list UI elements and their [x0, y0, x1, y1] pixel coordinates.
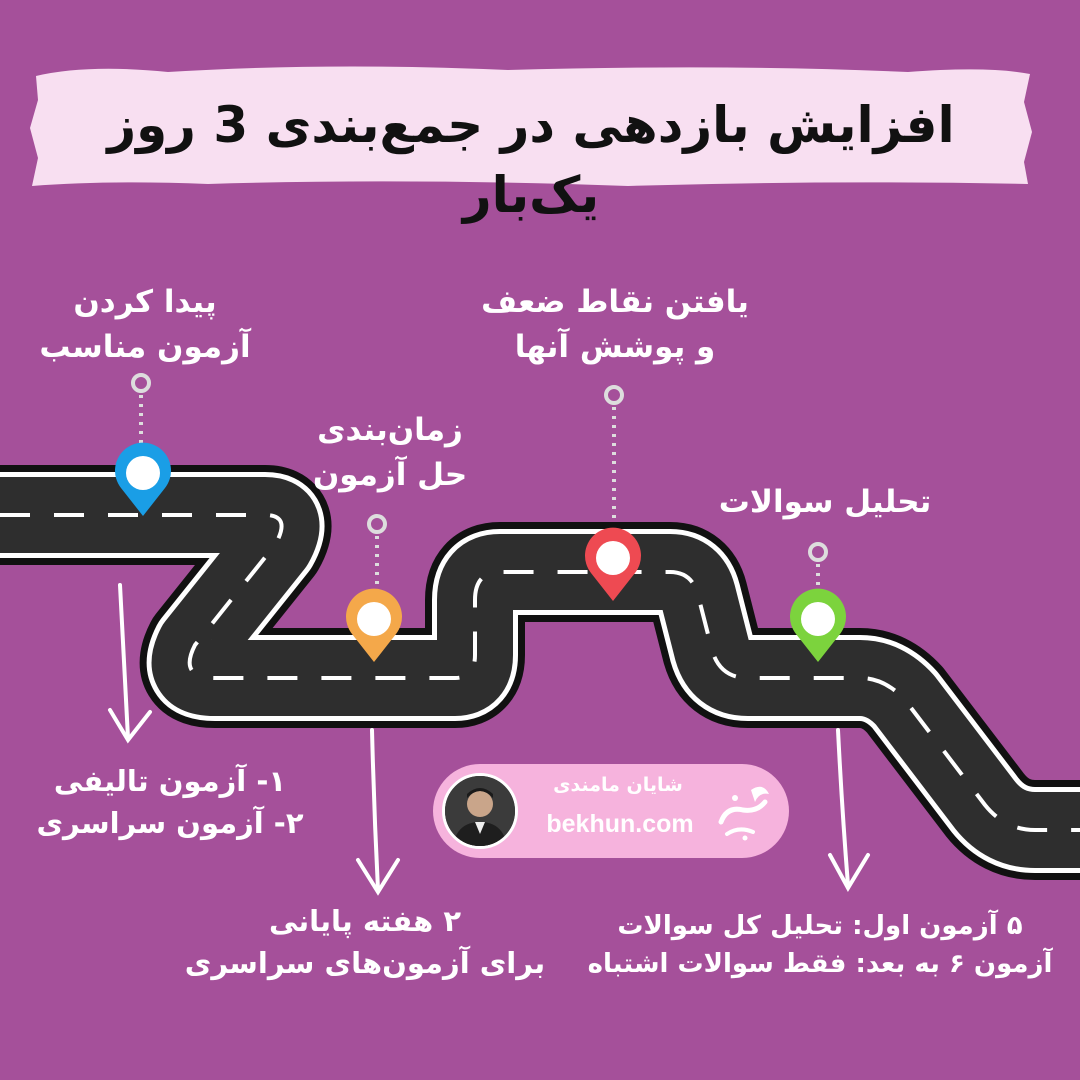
- connector-step-4: [808, 542, 828, 588]
- step-1-label: پیدا کردن آزمون مناسب: [20, 280, 270, 370]
- arrow-down-icon: [828, 728, 870, 893]
- step-2-label-line2: حل آزمون: [312, 456, 468, 493]
- final-weeks-note: ۲ هفته پایانی برای آزمون‌های سراسری: [150, 900, 580, 984]
- website-link[interactable]: bekhun.com: [546, 810, 694, 838]
- step-2-label-line1: زمان‌بندی: [317, 412, 463, 448]
- connector-step-3: [604, 385, 624, 520]
- final-weeks-line2: برای آزمون‌های سراسری: [184, 946, 546, 981]
- page-title: افزایش بازدهی در جمع‌بندی 3 روز یک‌بار: [107, 96, 955, 224]
- banner-brush-shape: [30, 66, 1032, 186]
- step-3-label: یافتن نقاط ضعف و پوشش آنها: [455, 280, 775, 370]
- avatar: [442, 773, 518, 849]
- pin-step-2-icon: [346, 588, 402, 662]
- connector-step-2: [367, 514, 387, 588]
- step-1-label-line2: آزمون مناسب: [39, 328, 251, 365]
- analysis-line2: آزمون ۶ به بعد: فقط سوالات اشتباه: [587, 948, 1053, 979]
- analysis-line1: ۵ آزمون اول: تحلیل کل سوالات: [617, 911, 1023, 941]
- title-banner: افزایش بازدهی در جمع‌بندی 3 روز یک‌بار: [28, 62, 1034, 224]
- pin-step-3-icon: [585, 527, 641, 601]
- author-badge[interactable]: شایان مامندی bekhun.com: [433, 764, 789, 858]
- arrow-down-icon: [108, 583, 152, 744]
- connector-step-1: [131, 373, 151, 445]
- analysis-note: ۵ آزمون اول: تحلیل کل سوالات آزمون ۶ به …: [580, 908, 1060, 983]
- exam-types-line2: ۲- آزمون سراسری: [36, 806, 304, 841]
- author-name: شایان مامندی: [553, 774, 683, 796]
- step-3-label-line1: یافتن نقاط ضعف: [481, 284, 749, 320]
- step-1-label-line1: پیدا کردن: [73, 284, 217, 320]
- exam-types-line1: ۱- آزمون تالیفی: [53, 764, 287, 798]
- pin-step-1-icon: [115, 442, 171, 516]
- step-4-label: تحلیل سوالات: [690, 480, 960, 525]
- step-4-label-line1: تحلیل سوالات: [718, 484, 932, 520]
- bekhun-logo-icon: [707, 776, 777, 846]
- arrow-down-icon: [356, 728, 400, 896]
- pin-step-4-icon: [790, 588, 846, 662]
- step-3-label-line2: و پوشش آنها: [514, 328, 716, 365]
- step-2-label: زمان‌بندی حل آزمون: [290, 408, 490, 498]
- exam-types-note: ۱- آزمون تالیفی ۲- آزمون سراسری: [20, 760, 320, 844]
- final-weeks-line1: ۲ هفته پایانی: [268, 904, 462, 938]
